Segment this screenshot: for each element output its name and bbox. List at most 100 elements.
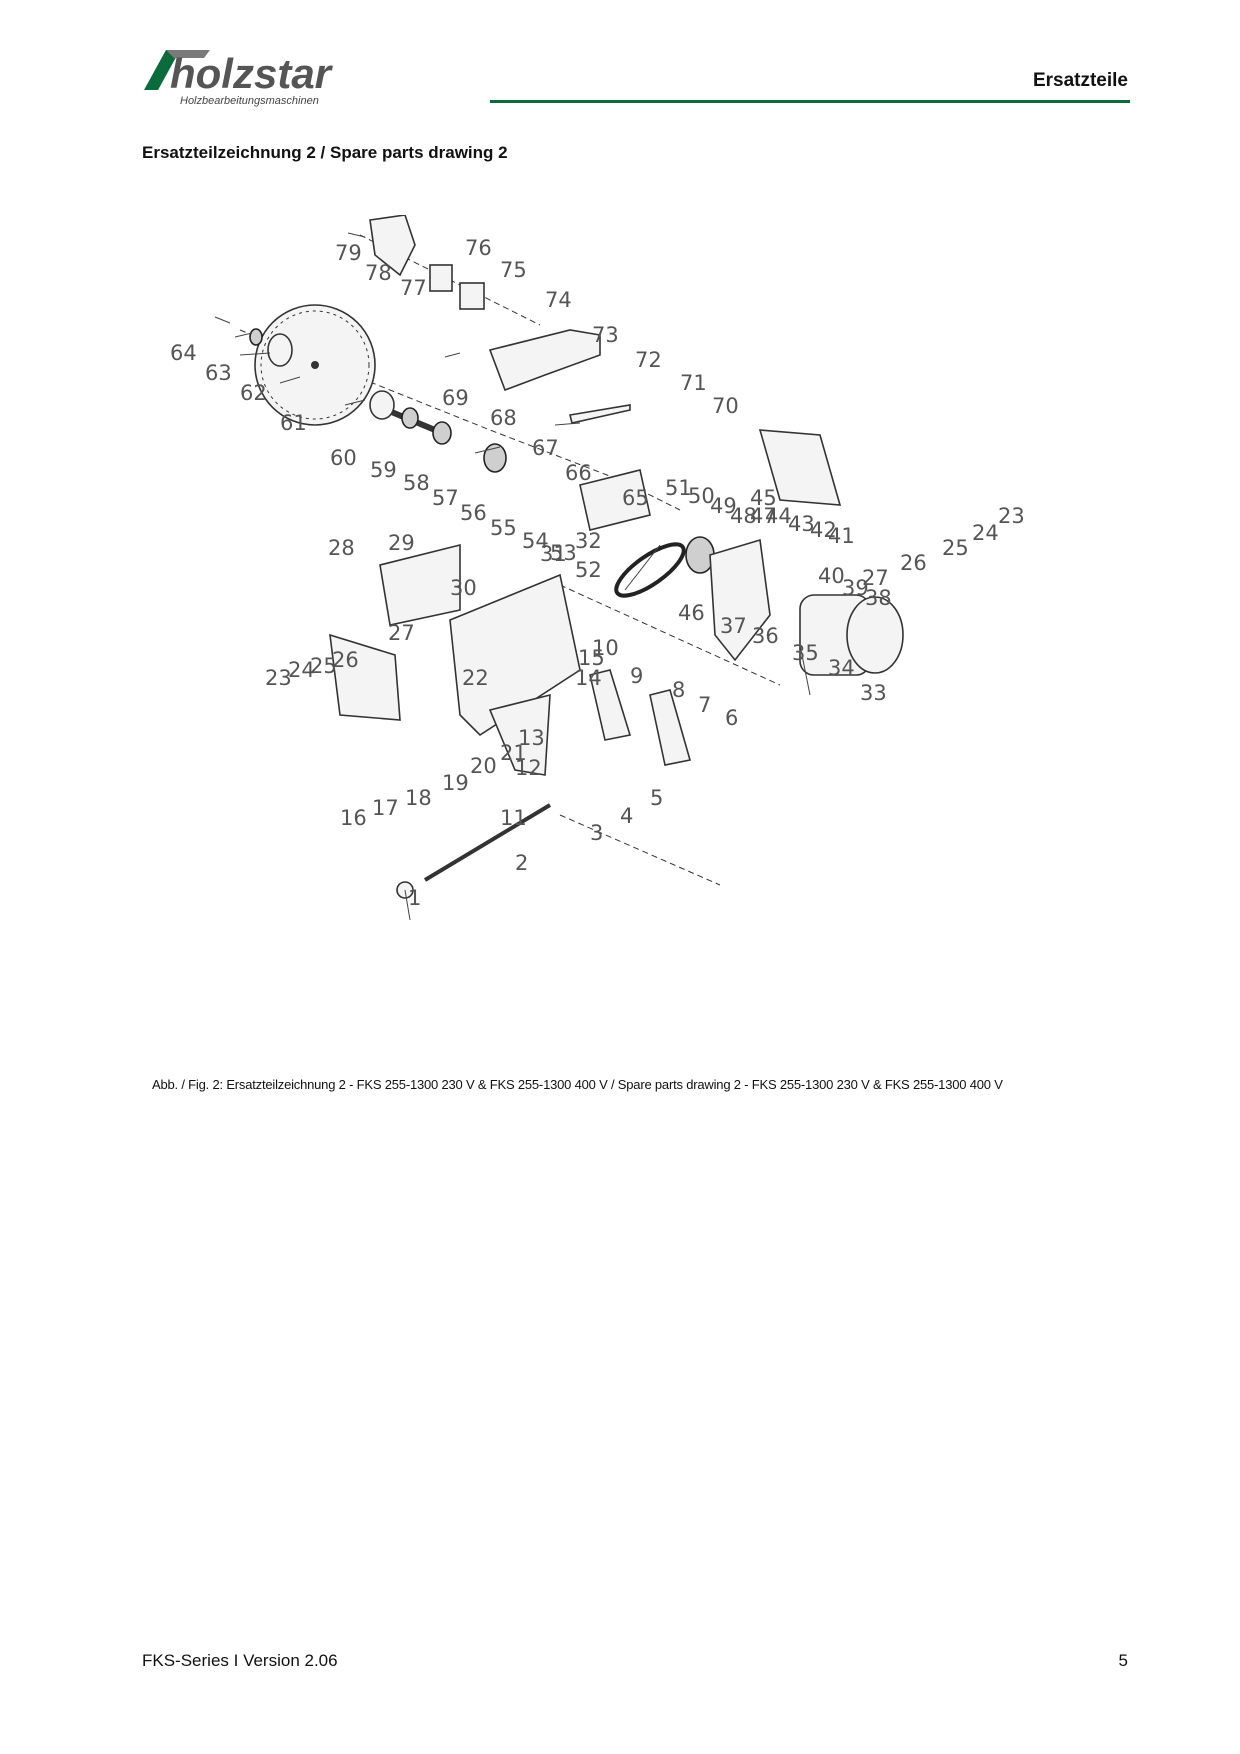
logo-tagline: Holzbearbeitungsmaschinen xyxy=(180,95,319,107)
callout-66: 66 xyxy=(565,461,592,485)
callout-18: 18 xyxy=(405,786,432,810)
callout-labels: 1 2 3 4 5 6 7 8 9 10 11 12 13 14 15 16 1… xyxy=(170,236,1025,910)
callout-70: 70 xyxy=(712,394,739,418)
callout-28: 28 xyxy=(328,536,355,560)
motor-plate xyxy=(709,538,771,662)
callout-65: 65 xyxy=(622,486,649,510)
callout-62: 62 xyxy=(240,381,267,405)
callout-14: 14 xyxy=(575,666,602,690)
callout-22: 22 xyxy=(462,666,489,690)
callout-74: 74 xyxy=(545,288,572,312)
callout-50: 50 xyxy=(688,484,715,508)
callout-55: 55 xyxy=(490,516,517,540)
link-bar xyxy=(569,404,631,424)
scale-plate-2 xyxy=(649,689,692,766)
callout-25-rear: 25 xyxy=(942,536,969,560)
callout-38: 38 xyxy=(865,586,892,610)
callout-72: 72 xyxy=(635,348,662,372)
callout-15: 15 xyxy=(578,646,605,670)
callout-1: 1 xyxy=(408,886,421,910)
callout-20: 20 xyxy=(470,754,497,778)
callout-5: 5 xyxy=(650,786,663,810)
callout-11: 11 xyxy=(500,806,527,830)
scale-plate xyxy=(589,669,632,741)
callout-58: 58 xyxy=(403,471,430,495)
callout-2: 2 xyxy=(515,851,528,875)
callout-46: 46 xyxy=(678,601,705,625)
callout-67: 67 xyxy=(532,436,559,460)
callout-32: 32 xyxy=(575,529,602,553)
callout-69: 69 xyxy=(442,386,469,410)
trunnion-arm xyxy=(488,329,601,392)
knife-bracket xyxy=(459,282,485,310)
callout-23: 23 xyxy=(265,666,292,690)
flange xyxy=(267,333,293,367)
header-rule xyxy=(490,100,1130,103)
callout-78: 78 xyxy=(365,261,392,285)
callout-23-rear: 23 xyxy=(998,504,1025,528)
callout-43: 43 xyxy=(788,512,815,536)
callout-25: 25 xyxy=(310,654,337,678)
callout-21: 21 xyxy=(500,741,527,765)
motor xyxy=(799,594,904,676)
callout-57: 57 xyxy=(432,486,459,510)
callout-41: 41 xyxy=(828,524,855,548)
motor-axis xyxy=(559,584,781,686)
callout-37: 37 xyxy=(720,614,747,638)
callout-44: 44 xyxy=(765,504,792,528)
callout-7: 7 xyxy=(698,693,711,717)
callout-13: 13 xyxy=(518,726,545,750)
callout-59: 59 xyxy=(370,458,397,482)
callout-3: 3 xyxy=(590,821,603,845)
callout-19: 19 xyxy=(442,771,469,795)
callout-12: 12 xyxy=(515,756,542,780)
drive-belt xyxy=(614,542,686,598)
callout-24: 24 xyxy=(288,658,315,682)
callout-4: 4 xyxy=(620,804,633,828)
callout-34: 34 xyxy=(828,656,855,680)
arbor-pulley xyxy=(483,443,507,473)
nut xyxy=(249,328,263,346)
page-heading: Ersatzteilzeichnung 2 / Spare parts draw… xyxy=(142,143,508,162)
callout-6: 6 xyxy=(725,706,738,730)
saw-blade xyxy=(254,304,376,426)
feed-screw xyxy=(423,803,552,882)
logo-mark-roof xyxy=(166,50,210,58)
holzstar-logo: holzstar Holzbearbeitungsmaschinen xyxy=(144,50,334,107)
figure-caption: Abb. / Fig. 2: Ersatzteilzeichnung 2 - F… xyxy=(152,1077,1003,1092)
callout-45: 45 xyxy=(750,486,777,510)
arbor-flange xyxy=(369,390,395,420)
page-number: 5 xyxy=(1118,1651,1128,1670)
callout-49: 49 xyxy=(710,494,737,518)
callout-35: 35 xyxy=(792,641,819,665)
callout-61: 61 xyxy=(280,411,307,435)
bearing-2 xyxy=(432,421,452,445)
dust-chute xyxy=(488,693,551,776)
callout-leaders xyxy=(214,232,811,921)
callout-63: 63 xyxy=(205,361,232,385)
front-trunnion xyxy=(329,633,401,721)
callout-31: 31 xyxy=(540,542,567,566)
riving-knife xyxy=(369,215,416,277)
spare-parts-drawing: 1 2 3 4 5 6 7 8 9 10 11 12 13 14 15 16 1… xyxy=(170,215,1025,921)
callout-47: 47 xyxy=(750,504,777,528)
callout-10: 10 xyxy=(592,636,619,660)
callout-39: 39 xyxy=(842,576,869,600)
callout-53: 53 xyxy=(550,541,577,565)
callout-71: 71 xyxy=(680,371,707,395)
callout-16: 16 xyxy=(340,806,367,830)
top-cover xyxy=(379,543,461,626)
callout-54: 54 xyxy=(522,529,549,553)
callout-29: 29 xyxy=(388,531,415,555)
callout-77: 77 xyxy=(400,276,427,300)
crank-axis xyxy=(559,814,721,886)
callout-42: 42 xyxy=(810,518,837,542)
callout-56: 56 xyxy=(460,501,487,525)
footer-version: FKS-Series I Version 2.06 xyxy=(142,1651,338,1670)
callout-79: 79 xyxy=(335,241,362,265)
callout-26-rear: 26 xyxy=(900,551,927,575)
callout-68: 68 xyxy=(490,406,517,430)
callout-9: 9 xyxy=(630,664,643,688)
knife-clamp xyxy=(429,264,453,292)
belt-guard xyxy=(579,469,651,531)
